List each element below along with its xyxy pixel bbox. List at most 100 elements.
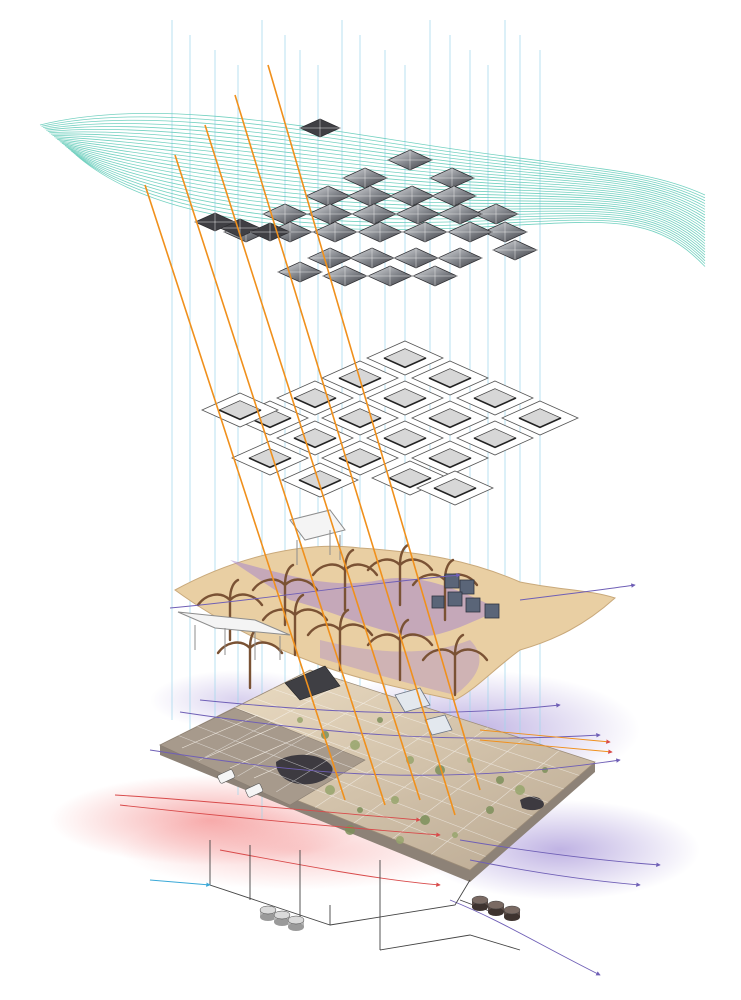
- shrub: [297, 717, 303, 723]
- air-flow-arrow: [519, 583, 636, 601]
- shrub: [486, 806, 494, 814]
- lattice-frame: [366, 420, 444, 456]
- solar-panel-module: [395, 203, 441, 225]
- solar-panel-module: [387, 149, 433, 171]
- air-flow-arrow: [479, 729, 611, 744]
- pond: [520, 796, 544, 811]
- pavilion-roof: [284, 665, 341, 701]
- solar-panel-module: [351, 203, 397, 225]
- open-frame-lattice: [201, 340, 579, 506]
- wind-flow-line: [72, 151, 706, 256]
- shrub: [357, 807, 363, 813]
- shrub: [345, 825, 355, 835]
- lattice-frame: [411, 360, 489, 396]
- solar-panel-module: [194, 212, 236, 232]
- wind-flow-line: [39, 112, 706, 196]
- lattice-frame: [281, 462, 359, 498]
- tree: [411, 558, 479, 622]
- solar-panel-module: [249, 222, 291, 242]
- lattice-frame: [366, 380, 444, 416]
- wind-flow-line: [41, 116, 706, 199]
- solar-panel-module: [437, 247, 483, 269]
- air-flow-arrow: [199, 699, 561, 714]
- solar-panel-module: [412, 265, 458, 287]
- solar-panel-module: [402, 221, 448, 243]
- air-flow-arrow: [149, 749, 621, 776]
- wind-flow-line: [58, 140, 706, 230]
- air-flow-arrow: [479, 739, 613, 754]
- wind-flow-line: [49, 131, 706, 213]
- solar-panel-module: [307, 247, 353, 269]
- shrub: [377, 717, 383, 723]
- air-flow-arrow: [219, 849, 441, 887]
- shrub: [396, 836, 404, 844]
- piping-network: [149, 840, 521, 951]
- tree: [251, 563, 319, 627]
- air-flow-arrow: [449, 899, 601, 976]
- sun-ray: [204, 124, 421, 801]
- lattice-frame: [321, 440, 399, 476]
- sun-rays: [144, 64, 481, 816]
- solar-panel-module: [492, 239, 538, 261]
- wind-flow-line: [67, 148, 706, 247]
- storage-tank: [259, 905, 277, 921]
- storage-tank: [273, 910, 291, 926]
- solar-panel-module: [322, 265, 368, 287]
- wind-flow-line: [74, 153, 706, 259]
- wind-flow-line: [69, 149, 706, 250]
- solar-panel-roof-array: [194, 118, 538, 287]
- parked-car: [217, 769, 264, 798]
- air-flow-arrow: [469, 859, 641, 887]
- shrub: [452, 832, 458, 838]
- lattice-frame: [231, 440, 309, 476]
- storage-tank: [503, 905, 521, 921]
- shrub: [350, 740, 360, 750]
- lattice-frame: [456, 420, 534, 456]
- storage-tank: [487, 900, 505, 916]
- shrub: [542, 767, 548, 773]
- shrub: [325, 785, 335, 795]
- solar-panel-module: [367, 265, 413, 287]
- wind-flow-line: [47, 128, 706, 210]
- wind-flow-line: [71, 150, 706, 253]
- air-flow-arrow: [459, 839, 661, 867]
- sun-ray: [234, 94, 456, 816]
- tree: [421, 633, 489, 697]
- solar-panel-module: [347, 185, 393, 207]
- lattice-frame: [276, 420, 354, 456]
- lattice-frame: [456, 380, 534, 416]
- solar-panel-module: [357, 221, 403, 243]
- solar-panel-module: [437, 203, 483, 225]
- air-flow-arrows: [114, 573, 661, 976]
- solar-panel-module: [389, 185, 435, 207]
- wind-flow-line: [66, 146, 706, 244]
- parking-lines: [181, 714, 331, 779]
- wind-flow-line: [60, 141, 706, 233]
- wind-flow-line: [57, 138, 706, 227]
- shrub: [496, 776, 504, 784]
- shrub: [515, 785, 525, 795]
- solar-panel-module: [393, 247, 439, 269]
- wind-flow-line: [77, 155, 706, 264]
- wind-flow-line: [75, 154, 706, 262]
- air-flow-arrow: [114, 794, 421, 822]
- shrub: [391, 796, 399, 804]
- landscape-ground-plane: [159, 665, 596, 882]
- solar-panel-module: [431, 185, 477, 207]
- wind-flow-line: [50, 133, 706, 216]
- solar-panel-module: [277, 261, 323, 283]
- solar-panel-module: [447, 221, 493, 243]
- lattice-frame: [411, 400, 489, 436]
- underground-storage-tanks: [259, 895, 521, 931]
- lattice-frame: [416, 470, 494, 506]
- air-flow-arrow: [179, 711, 601, 739]
- sun-ray: [144, 184, 346, 801]
- storage-tank: [287, 915, 305, 931]
- block-cluster: [431, 573, 500, 619]
- lattice-frame: [366, 340, 444, 376]
- wind-flow-line: [44, 123, 706, 204]
- sun-ray: [267, 64, 481, 791]
- sun-ray: [174, 154, 386, 806]
- storage-tank: [471, 895, 489, 911]
